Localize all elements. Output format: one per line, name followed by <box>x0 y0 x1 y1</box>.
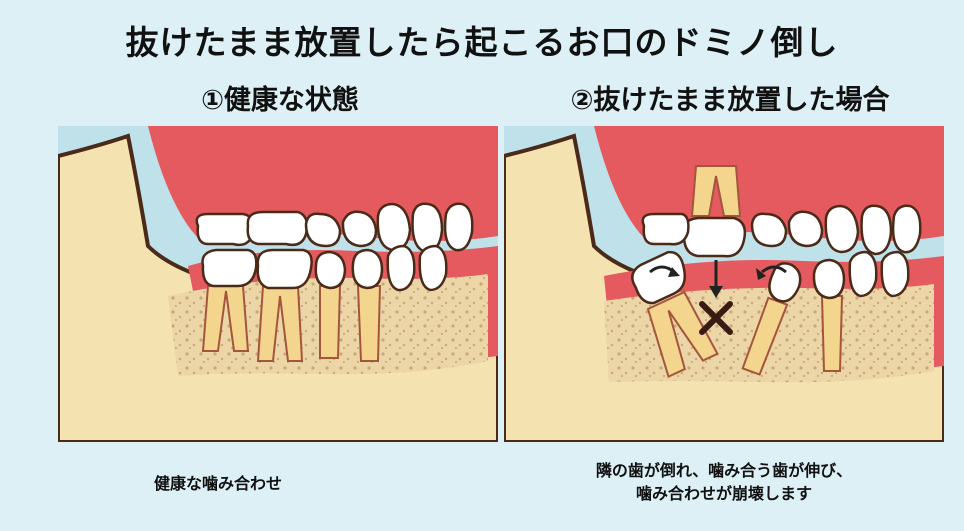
upper-incisor <box>891 204 922 254</box>
upper-incisor <box>443 202 474 252</box>
lower-premolar <box>314 250 347 290</box>
upper-molar <box>246 210 309 247</box>
upper-canine <box>824 204 860 254</box>
upper-premolar <box>787 210 824 248</box>
upper-incisor <box>411 202 444 254</box>
lower-molar-root <box>256 285 304 362</box>
upper-premolar <box>750 212 788 248</box>
upper-gum <box>148 126 498 241</box>
healthy-caption: 健康な噛み合わせ <box>153 474 282 493</box>
tilted-lower-premolar <box>768 262 802 303</box>
upper-molar <box>641 212 690 246</box>
lower-molar-root <box>201 285 250 352</box>
lower-canine <box>386 244 416 292</box>
healthy-illustration <box>58 126 498 442</box>
lower-premolar-root <box>820 295 844 372</box>
lower-incisor <box>418 244 448 292</box>
upper-incisor <box>860 204 893 256</box>
lower-premolar-root <box>356 285 382 362</box>
extruded-upper-molar <box>682 216 747 258</box>
upper-molar <box>195 212 255 247</box>
neglected-caption: 隣の歯が倒れ、噛み合う歯が伸び、 噛み合わせが崩壊します <box>504 459 944 505</box>
upper-premolar <box>341 210 378 248</box>
lower-premolar <box>351 248 384 290</box>
healthy-heading: ①健康な状態 <box>201 85 359 116</box>
upper-premolar <box>304 212 342 248</box>
lower-incisor <box>880 250 910 298</box>
page-title: 抜けたまま放置したら起こるお口のドミノ倒し <box>125 23 839 62</box>
missing-tooth-cross-icon <box>699 301 733 335</box>
lower-canine <box>848 250 878 298</box>
lower-molar <box>256 248 313 290</box>
upper-gum <box>594 126 944 241</box>
movement-arrows <box>649 260 787 298</box>
tilted-molar-root <box>646 290 719 379</box>
tilted-premolar-root <box>741 296 789 376</box>
lower-premolar-root <box>319 285 342 359</box>
curved-arrow-icon <box>761 265 787 274</box>
lower-molar <box>201 248 258 288</box>
upper-canine <box>376 202 412 252</box>
neglected-caption-line2: 噛み合わせが崩壊します <box>635 484 812 503</box>
neglected-caption-line1: 隣の歯が倒れ、噛み合う歯が伸び、 <box>595 461 853 480</box>
extruded-molar-root <box>690 165 742 217</box>
neglected-heading: ②抜けたまま放置した場合 <box>570 85 890 116</box>
tilted-lower-molar <box>631 250 687 305</box>
neglected-illustration <box>504 126 944 442</box>
lower-premolar <box>812 258 846 300</box>
